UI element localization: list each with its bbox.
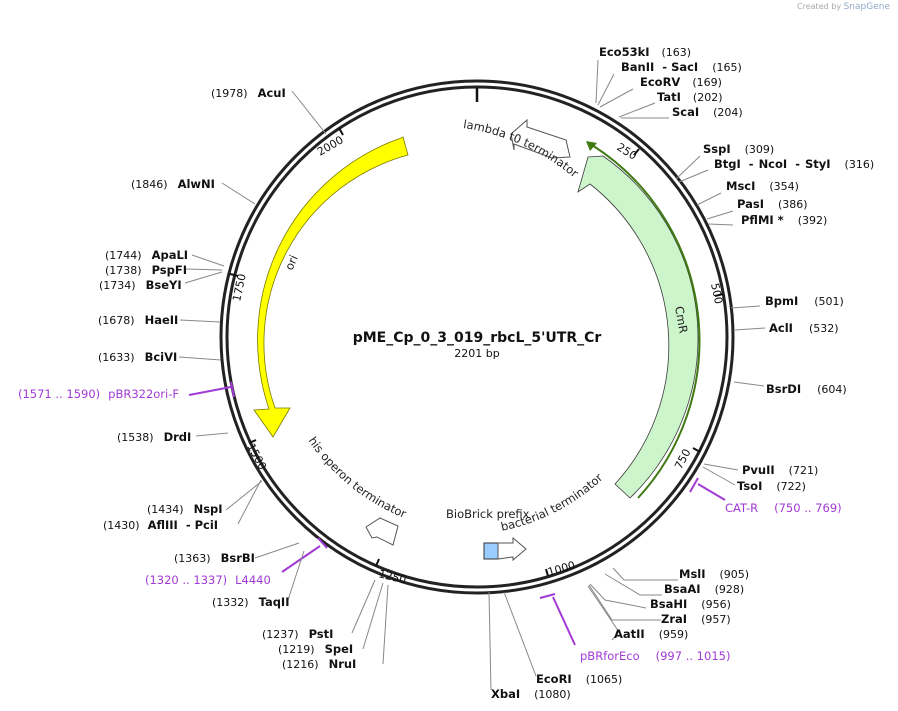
biobrick-prefix-label: BioBrick prefix xyxy=(446,507,530,521)
tick-label-1250: 1250 xyxy=(377,567,407,586)
cmr-arrow[interactable] xyxy=(577,155,699,499)
tick-1250 xyxy=(375,558,380,567)
site-label: Eco53kI(163) xyxy=(599,45,691,59)
credit-prefix: Created by xyxy=(797,2,842,11)
site-label: TatI(202) xyxy=(657,90,723,104)
site-label: BtgI-NcoI-StyI(316) xyxy=(714,157,874,171)
tick-label-2000: 2000 xyxy=(315,133,346,158)
tick-label-500: 500 xyxy=(708,282,725,305)
primer-label-cat-r: CAT-R(750 .. 769) xyxy=(725,501,842,515)
site-label: PflMI *(392) xyxy=(741,213,827,227)
tick-250 xyxy=(633,148,640,156)
his-operon-terminator-arrow[interactable] xyxy=(365,517,399,546)
site-label: (1219)SpeI xyxy=(278,642,353,656)
site-label: BsaAI(928) xyxy=(664,582,744,596)
site-label: (1538)DrdI xyxy=(117,430,191,444)
site-label: TsoI(722) xyxy=(737,479,806,493)
site-label: (1633)BciVI xyxy=(98,350,177,364)
site-label: PasI(386) xyxy=(737,197,808,211)
site-label: ZraI(957) xyxy=(661,612,731,626)
cmr-highlight xyxy=(591,144,701,499)
tick-750 xyxy=(692,447,701,453)
site-label: PvuII(721) xyxy=(742,463,818,477)
site-label: (1846)AlwNI xyxy=(131,177,215,191)
backbone xyxy=(219,79,735,595)
site-label: (1430)AflIII-PciI xyxy=(103,518,218,532)
site-label: (1434)NspI xyxy=(147,502,223,516)
site-label: BsrDI(604) xyxy=(766,382,847,396)
site-label: EcoRI(1065) xyxy=(536,672,622,686)
site-label: (1237)PstI xyxy=(262,627,333,641)
site-label: BpmI(501) xyxy=(765,294,844,308)
ori-arrow[interactable] xyxy=(253,136,409,438)
plasmid-length: 2201 bp xyxy=(454,347,499,360)
tick-label-1500: 1500 xyxy=(244,441,269,472)
site-label: EcoRV(169) xyxy=(640,75,722,89)
tick-1500 xyxy=(248,439,257,444)
site-label: AatII(959) xyxy=(614,627,688,641)
bacterial-terminator-arrow[interactable] xyxy=(497,536,527,562)
tick-marks xyxy=(229,127,724,577)
site-label: (1363)BsrBI xyxy=(174,551,255,565)
site-label: (1332)TaqII xyxy=(212,595,290,609)
site-label: AclI(532) xyxy=(769,321,839,335)
lambda-t0-terminator-arrow[interactable] xyxy=(510,118,571,159)
cmr-arrowhead xyxy=(586,141,597,151)
primer-label-l4440: (1320 .. 1337)L4440 xyxy=(145,573,271,587)
primer-label-pbr322ori-f: (1571 .. 1590)pBR322ori-F xyxy=(18,387,179,401)
snapgene-credit: Created by SnapGene xyxy=(797,2,890,12)
ori-label: ori xyxy=(282,253,301,272)
site-label: SspI(309) xyxy=(703,142,774,156)
site-label: (1734)BseYI xyxy=(99,278,182,292)
site-label: XbaI(1080) xyxy=(491,687,571,701)
tick-2000 xyxy=(338,127,344,136)
site-label: MscI(354) xyxy=(726,179,799,193)
site-label: (1738)PspFI xyxy=(105,263,187,277)
his-operon-terminator-label: his operon terminator xyxy=(306,434,409,521)
tick-label-1750: 1750 xyxy=(230,273,249,303)
tick-1000 xyxy=(545,568,549,577)
site-label: BsaHI(956) xyxy=(650,597,731,611)
site-label: (1678)HaeII xyxy=(98,313,178,327)
tick-1750 xyxy=(229,273,239,277)
tick-500 xyxy=(714,293,724,297)
primer-label-pbrforeco: pBRforEco(997 .. 1015) xyxy=(580,649,730,663)
site-label: (1978)AcuI xyxy=(211,86,286,100)
site-label: (1744)ApaLI xyxy=(105,248,188,262)
site-label: MslI(905) xyxy=(679,567,749,581)
site-label: BanII-SacI(165) xyxy=(621,60,742,74)
biobrick-prefix-box[interactable] xyxy=(483,542,499,560)
site-label: (1216)NruI xyxy=(282,657,356,671)
bacterial-terminator-label: bacterial terminator xyxy=(499,470,605,534)
snapgene-logo: SnapGene xyxy=(843,2,890,12)
site-label: ScaI(204) xyxy=(672,105,743,119)
plasmid-name: pME_Cp_0_3_019_rbcL_5'UTR_Cr xyxy=(353,330,602,346)
primer-marks xyxy=(188,381,726,646)
cmr-label: CmR xyxy=(672,305,691,334)
site-leader-lines xyxy=(178,59,766,691)
